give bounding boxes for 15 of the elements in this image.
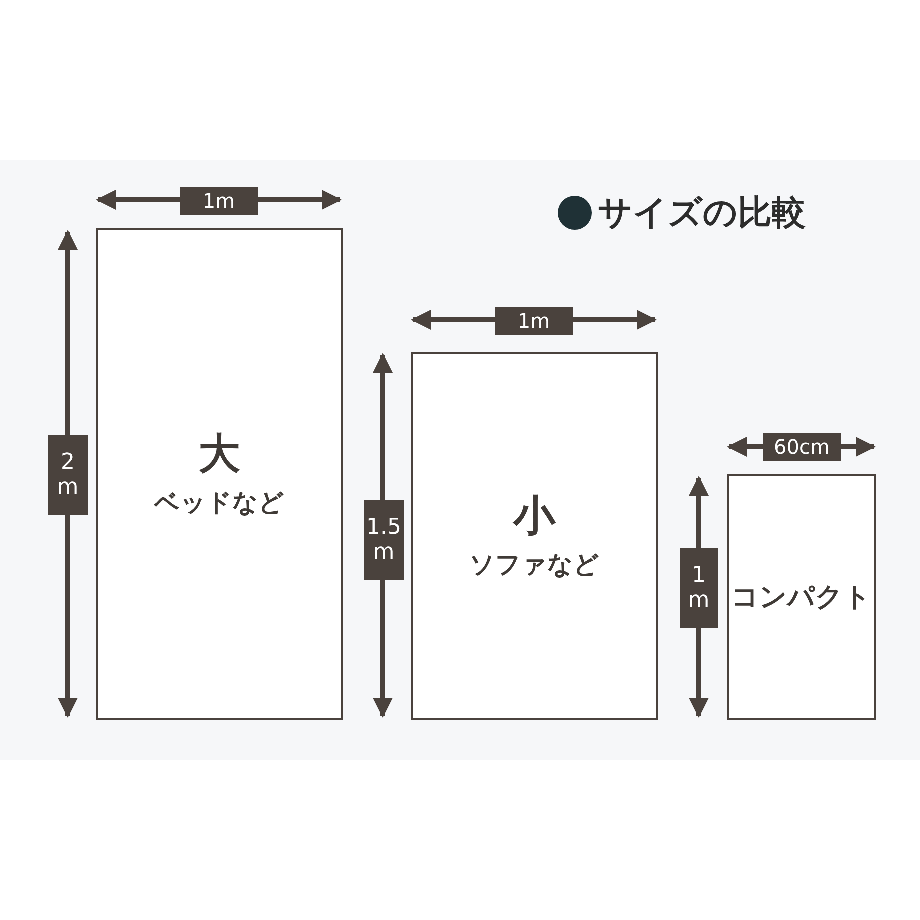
size-caption: ベッドなど — [154, 486, 284, 519]
dimension-label: 1.5 m — [364, 500, 404, 580]
dimension-label: 60cm — [763, 433, 841, 461]
size-rectangle — [411, 352, 658, 720]
size-rectangle — [96, 228, 343, 720]
dimension-label: 2 m — [48, 435, 88, 515]
title: サイズの比較 — [598, 192, 806, 235]
size-heading: 小 — [514, 491, 556, 542]
size-caption: ソファなど — [470, 548, 600, 581]
size-caption: コンパクト — [732, 581, 872, 615]
dimension-label: 1m — [495, 307, 573, 335]
dimension-label: 1m — [180, 187, 258, 215]
size-rectangle — [727, 474, 876, 720]
size-heading: 大 — [198, 429, 240, 480]
dimension-label: 1 m — [680, 548, 718, 628]
